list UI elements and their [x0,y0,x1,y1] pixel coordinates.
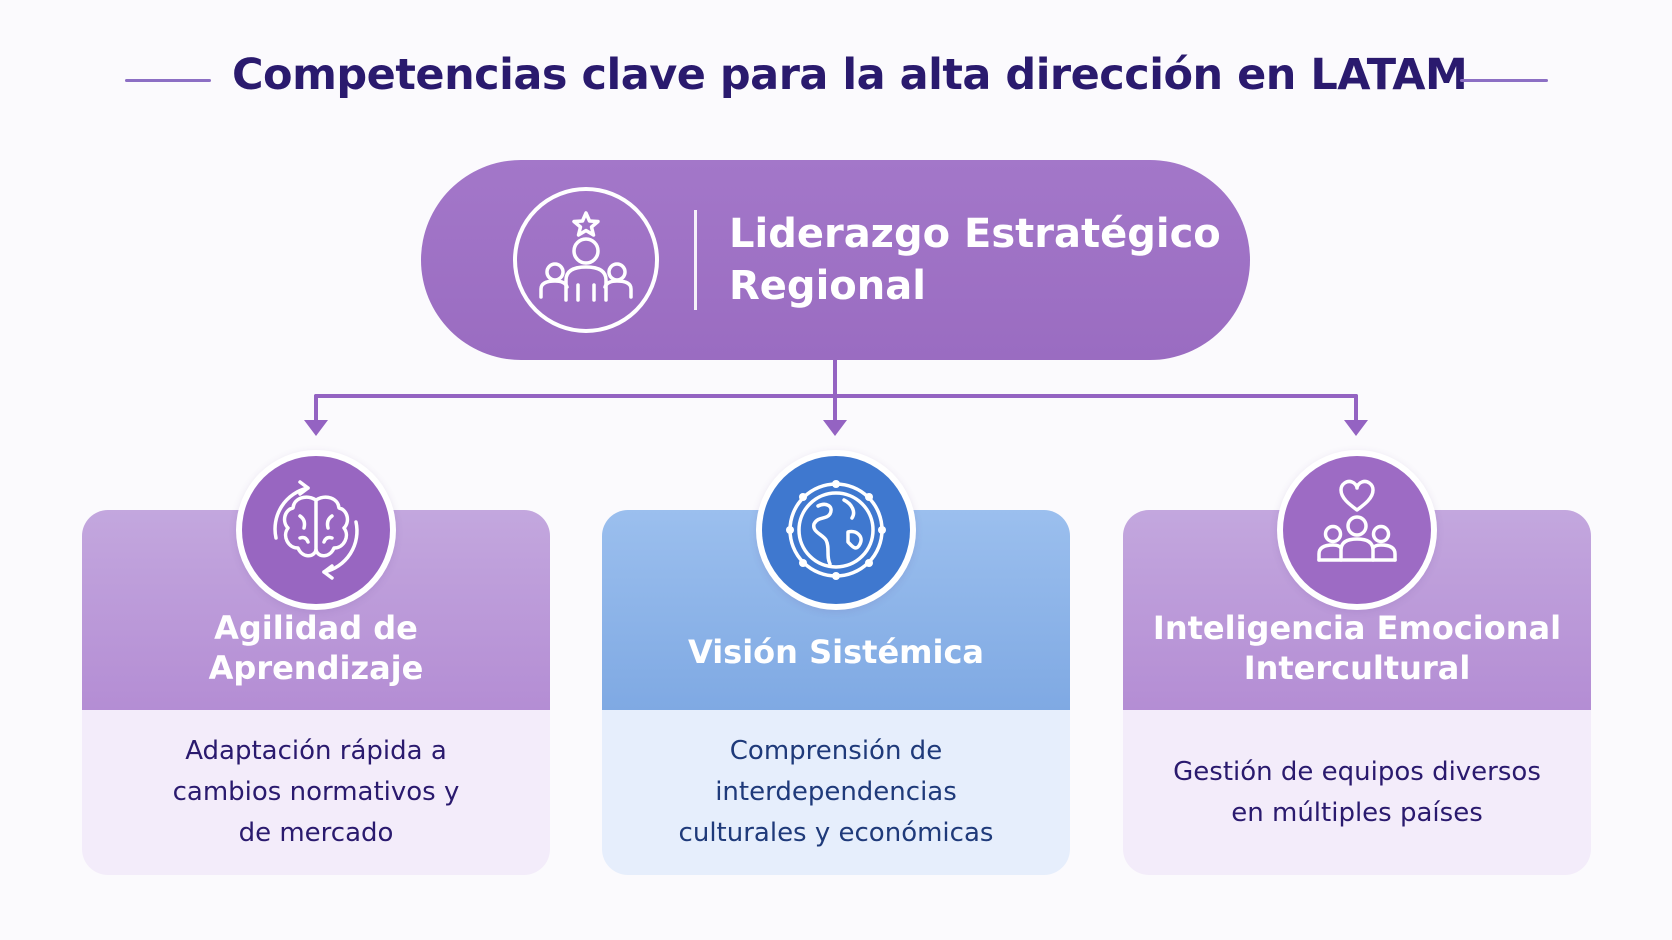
card-desc-line1: Comprensión de [729,736,943,766]
root-label-line1: Liderazgo Estratégico [729,211,1221,257]
card-title: Visión Sistémica [688,632,984,710]
arrowhead-right [1344,420,1368,436]
card-title-line2: Aprendizaje [208,649,424,687]
root-label: Liderazgo Estratégico Regional [729,208,1229,312]
brain-cycle-icon [273,480,359,580]
card-title-line2: Intercultural [1243,649,1471,687]
root-divider [694,210,697,310]
card-title: Agilidad de Aprendizaje [209,608,424,710]
card-description: Adaptación rápida a cambios normativos y… [143,731,490,854]
card-title-line1: Agilidad de [214,609,418,647]
card-desc-line3: culturales y económicas [678,818,994,848]
page-title: Competencias clave para la alta direcció… [232,50,1468,100]
title-decoration-right [1460,79,1548,82]
globe-network-icon [786,480,886,580]
arrowhead-left [304,420,328,436]
card-desc-line2: interdependencias [715,777,957,807]
leader-team-star-icon [511,185,661,335]
card-title-line1: Visión Sistémica [687,633,985,671]
heart-people-icon [1317,479,1397,562]
card-desc-line2: cambios normativos y [172,777,460,807]
root-node: Liderazgo Estratégico Regional [421,160,1250,360]
brain-cycle-badge [236,450,396,610]
card-inteligencia: Inteligencia Emocional Intercultural Ges… [1123,510,1591,875]
card-body: Comprensión de interdependencias cultura… [602,710,1070,875]
card-desc-line3: de mercado [238,818,394,848]
card-body: Adaptación rápida a cambios normativos y… [82,710,550,875]
card-body: Gestión de equipos diversos en múltiples… [1123,710,1591,875]
root-label-line2: Regional [729,263,926,309]
card-header: Inteligencia Emocional Intercultural [1123,510,1591,710]
arrowhead-center [823,420,847,436]
globe-network-badge [756,450,916,610]
title-row: Competencias clave para la alta direcció… [0,44,1672,114]
card-description: Gestión de equipos diversos en múltiples… [1143,752,1571,834]
title-decoration-left [125,79,211,82]
card-description: Comprensión de interdependencias cultura… [649,731,1024,854]
card-title-line1: Inteligencia Emocional [1152,609,1562,647]
card-desc-line2: en múltiples países [1231,797,1483,828]
heart-people-badge [1277,450,1437,610]
card-desc-line1: Adaptación rápida a [185,736,447,766]
card-desc-line1: Gestión de equipos diversos [1173,756,1541,787]
card-title: Inteligencia Emocional Intercultural [1153,608,1561,710]
